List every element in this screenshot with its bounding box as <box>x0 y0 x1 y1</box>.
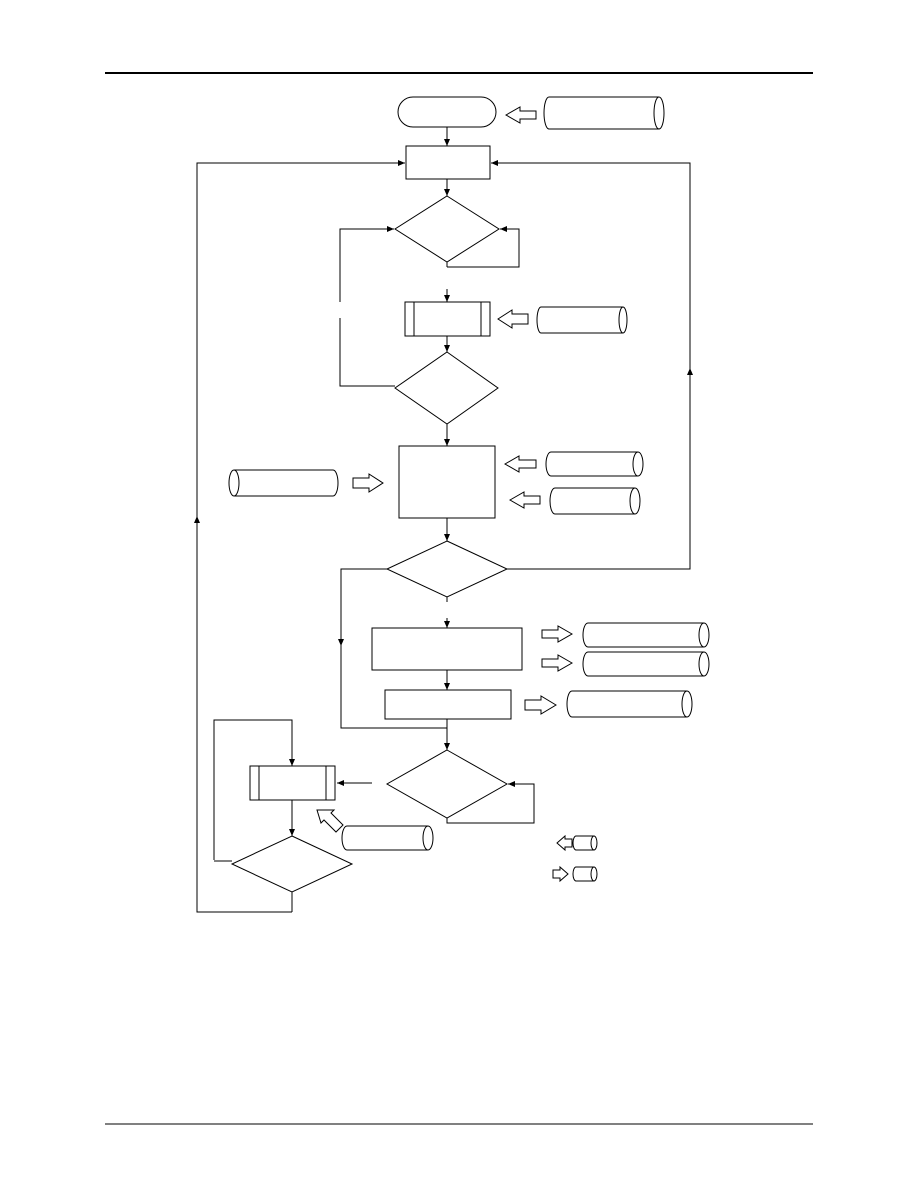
process-box-4 <box>384 689 512 720</box>
process-box-2 <box>398 445 496 519</box>
legend-input-symbol <box>556 834 598 852</box>
input-arrow-6 <box>316 809 344 833</box>
output-arrow-1 <box>541 625 574 643</box>
datastore-7 <box>582 651 710 677</box>
predefined-process-1 <box>404 301 491 337</box>
datastore-3 <box>545 451 644 477</box>
decision-diamond-5 <box>230 835 354 893</box>
datastore-2 <box>536 306 628 334</box>
predefined-process-2 <box>249 765 336 801</box>
decision-diamond-4 <box>385 749 509 819</box>
start-terminator <box>397 96 497 128</box>
datastore-4 <box>549 487 641 515</box>
process-box-3 <box>371 627 523 671</box>
process-box-1 <box>405 145 491 180</box>
datastore-5 <box>228 469 339 497</box>
decision-diamond-2 <box>394 351 499 425</box>
input-arrow-4 <box>508 491 541 509</box>
input-arrow-1 <box>504 106 537 124</box>
datastore-8 <box>566 690 693 718</box>
output-arrow-2 <box>541 654 574 672</box>
decision-diamond-1 <box>394 195 500 263</box>
datastore-9 <box>341 825 434 851</box>
output-arrow-3 <box>524 695 557 715</box>
datastore-1 <box>543 96 665 130</box>
input-arrow-2 <box>497 309 529 329</box>
input-arrow-5 <box>352 473 384 493</box>
legend-output-symbol <box>552 865 598 883</box>
decision-diamond-3 <box>385 540 509 598</box>
datastore-6 <box>582 622 710 648</box>
input-arrow-3 <box>503 455 537 473</box>
